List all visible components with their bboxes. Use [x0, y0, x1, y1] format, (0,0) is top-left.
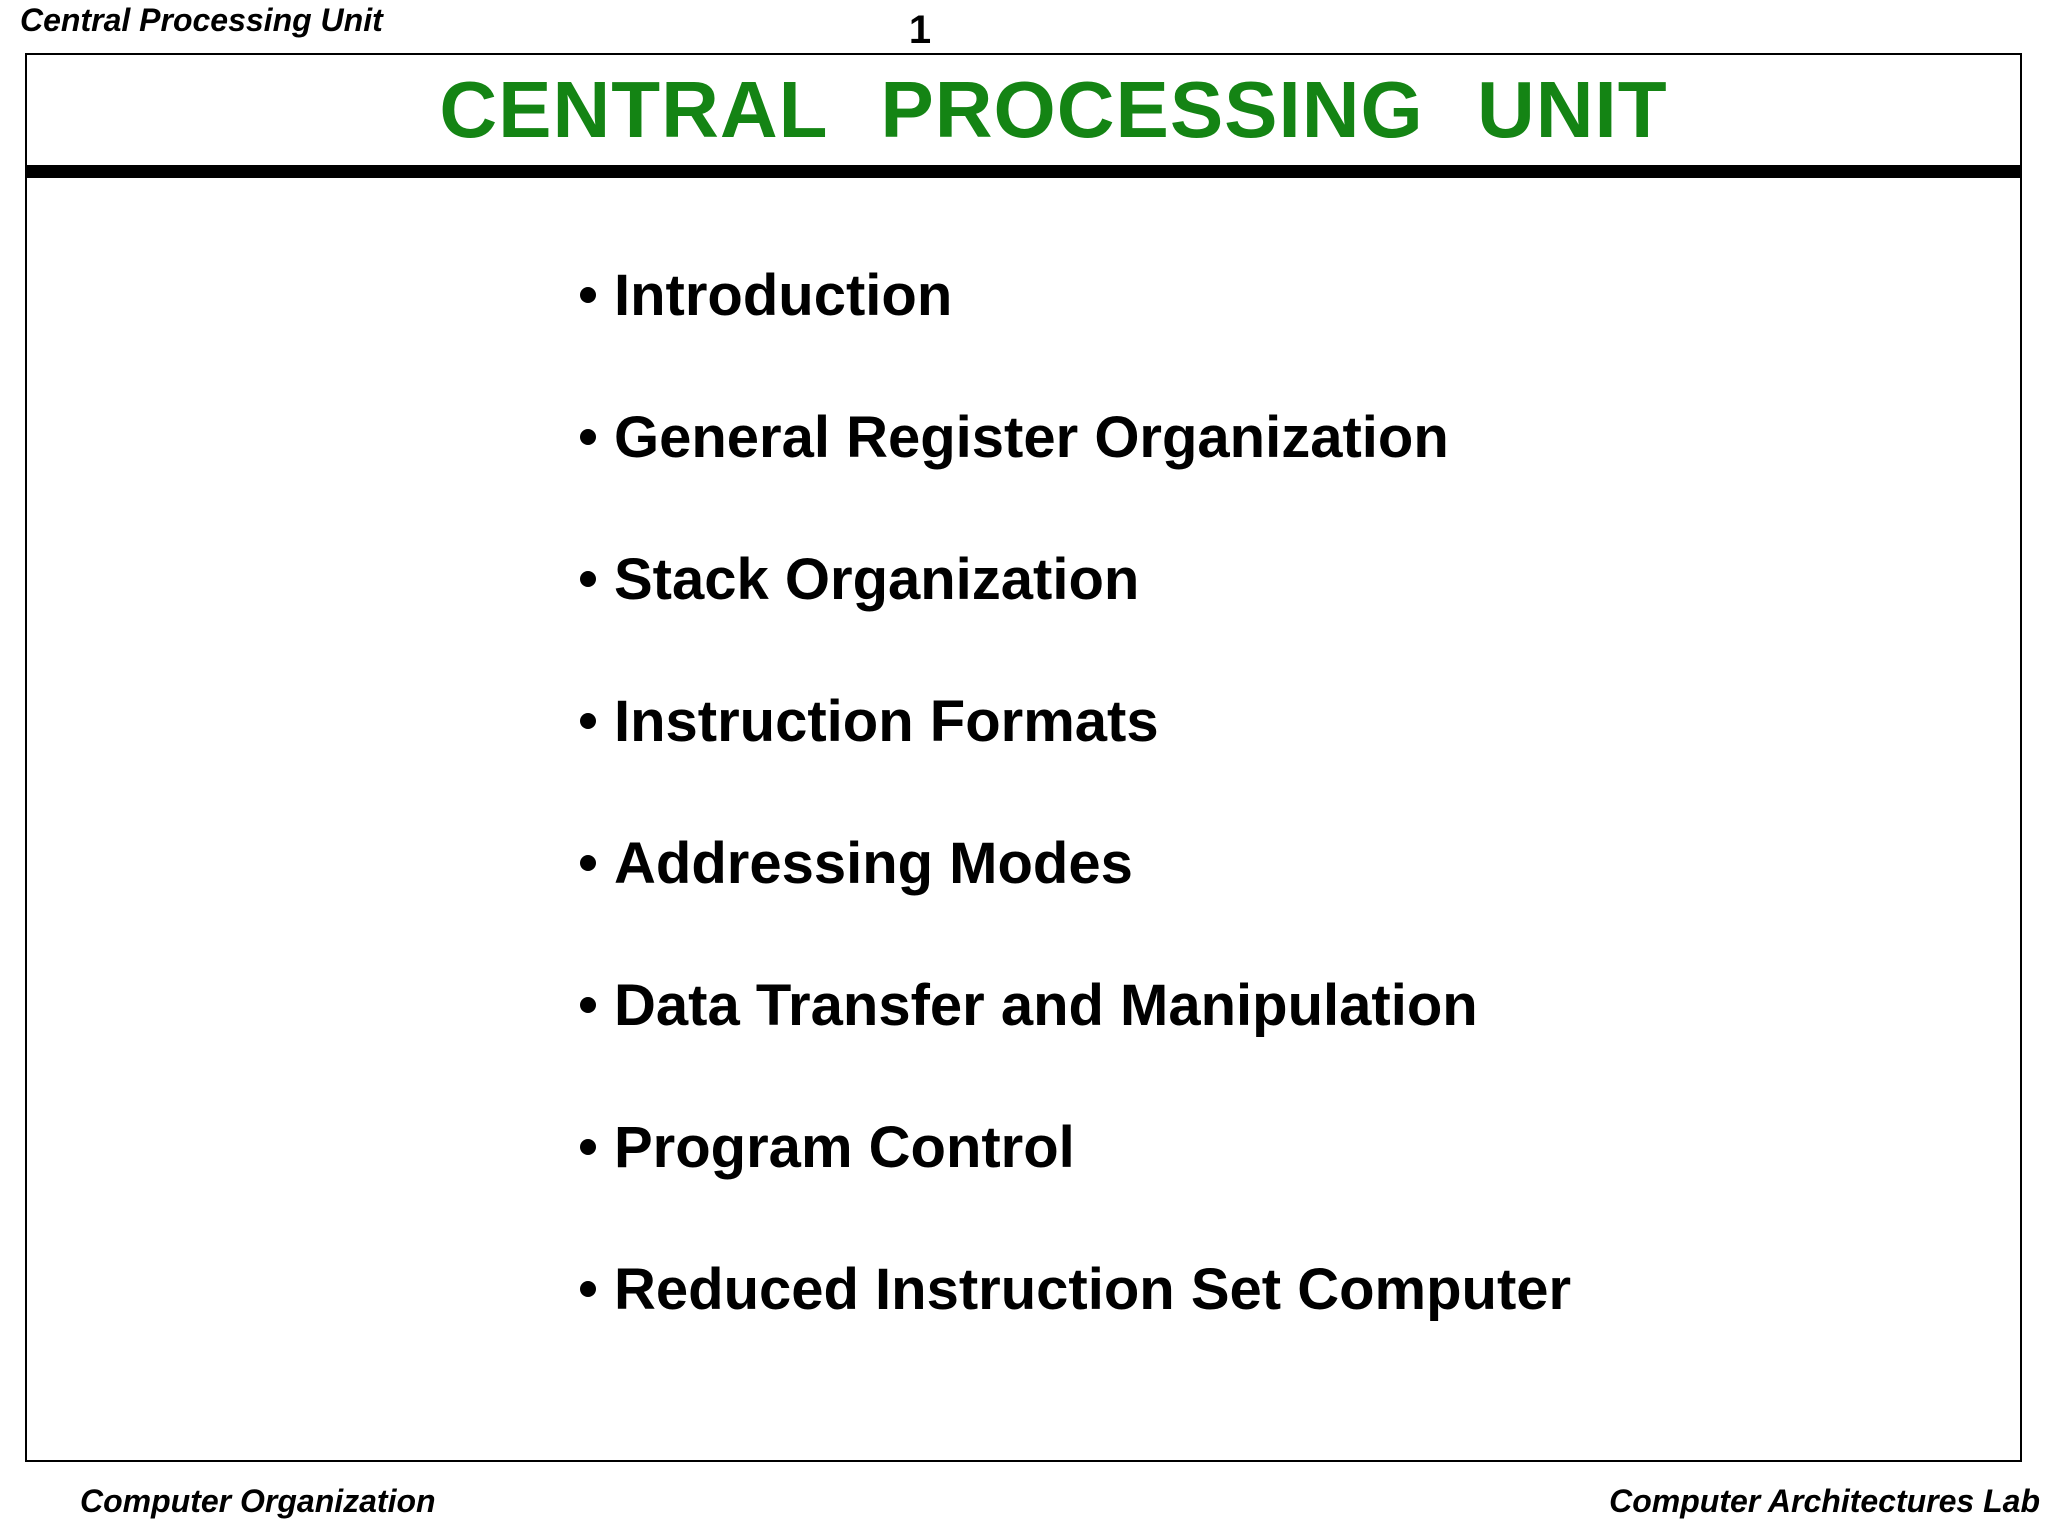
list-item: Program Control [580, 1119, 1571, 1177]
slide-frame: CENTRAL PROCESSING UNIT Introduction Gen… [25, 53, 2022, 1462]
header-course-label: Central Processing Unit [20, 2, 383, 38]
bullet-icon [580, 1281, 596, 1297]
bullet-icon [580, 429, 596, 445]
bullet-label: Addressing Modes [614, 831, 1133, 896]
list-item: Data Transfer and Manipulation [580, 977, 1571, 1035]
bullet-icon [580, 1139, 596, 1155]
footer-right: Computer Architectures Lab [1609, 1483, 2040, 1519]
list-item: Instruction Formats [580, 693, 1571, 751]
bullet-icon [580, 713, 596, 729]
bullet-icon [580, 997, 596, 1013]
list-item: Introduction [580, 267, 1571, 325]
bullet-label: Instruction Formats [614, 689, 1159, 754]
bullet-icon [580, 571, 596, 587]
footer-left: Computer Organization [80, 1483, 436, 1519]
bullet-label: Data Transfer and Manipulation [614, 973, 1478, 1038]
bullet-label: Program Control [614, 1115, 1075, 1180]
page-number: 1 [908, 8, 932, 52]
bullet-label: Stack Organization [614, 547, 1140, 612]
title-divider-bar [27, 165, 2020, 178]
list-item: Stack Organization [580, 551, 1571, 609]
list-item: Addressing Modes [580, 835, 1571, 893]
topic-list: Introduction General Register Organizati… [580, 267, 1571, 1319]
title-area: CENTRAL PROCESSING UNIT [27, 55, 2020, 165]
list-item: Reduced Instruction Set Computer [580, 1261, 1571, 1319]
bullet-label: General Register Organization [614, 405, 1449, 470]
bullet-icon [580, 287, 596, 303]
list-item: General Register Organization [580, 409, 1571, 467]
bullet-icon [580, 855, 596, 871]
slide-title: CENTRAL PROCESSING UNIT [439, 65, 1668, 154]
bullet-label: Reduced Instruction Set Computer [614, 1257, 1572, 1322]
bullet-label: Introduction [614, 263, 953, 328]
